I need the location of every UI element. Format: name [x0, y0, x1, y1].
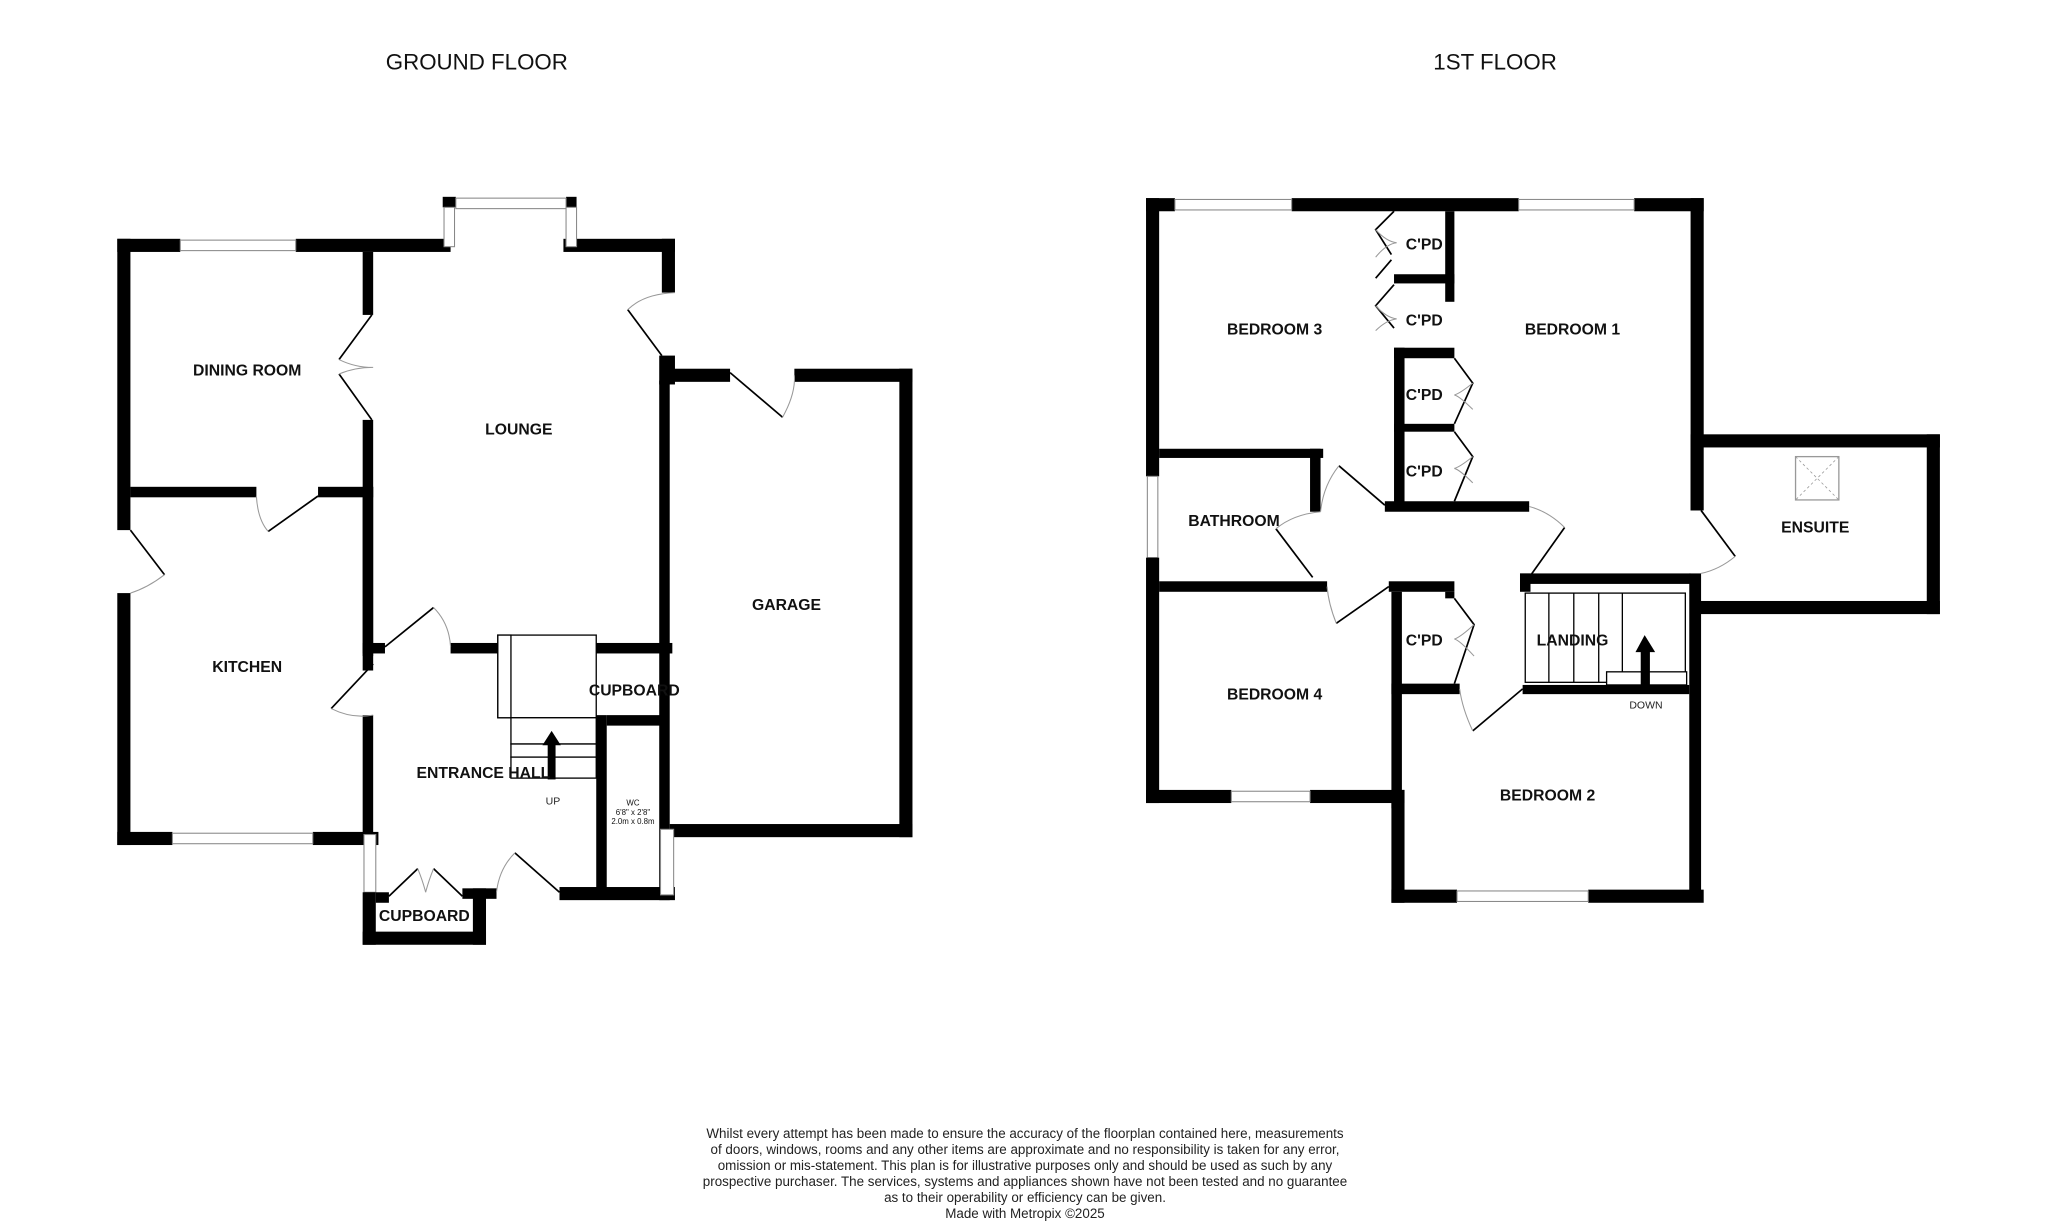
room-label-dining-room: DINING ROOM [193, 362, 301, 379]
wc-dimensions-imperial: 6'8" x 2'8" [616, 808, 651, 817]
stairs-up-label: UP [546, 796, 561, 807]
stairs-down-label: DOWN [1629, 701, 1662, 712]
room-label-entrance-hall: ENTRANCE HALL [417, 765, 551, 782]
room-label-cupboard-4: C'PD [1406, 463, 1443, 480]
room-label-bedroom-1: BEDROOM 1 [1525, 322, 1621, 339]
room-label-ensuite: ENSUITE [1781, 520, 1849, 537]
room-label-cupboard-under-stairs: CUPBOARD [589, 682, 680, 699]
disclaimer-line: as to their operability or efficiency ca… [884, 1190, 1166, 1205]
room-label-cupboard-3: C'PD [1406, 387, 1443, 404]
room-label-garage: GARAGE [752, 597, 821, 614]
disclaimer-line: of doors, windows, rooms and any other i… [710, 1142, 1340, 1157]
skylight-icon [1794, 455, 1840, 501]
room-label-wc: WC [626, 799, 639, 808]
room-label-cupboard-2: C'PD [1406, 312, 1443, 329]
room-label-landing: LANDING [1537, 633, 1609, 650]
room-label-bathroom: BATHROOM [1188, 513, 1279, 530]
room-label-lounge: LOUNGE [485, 421, 552, 438]
room-label-cupboard-5: C'PD [1406, 633, 1443, 650]
first-floor: 1ST FLOOR [1146, 50, 1940, 903]
room-label-bedroom-2: BEDROOM 2 [1500, 787, 1596, 804]
room-label-cupboard-1: C'PD [1406, 236, 1443, 253]
stairs-down-arrow-icon [1635, 635, 1656, 685]
ground-floor-title: GROUND FLOOR [386, 50, 568, 75]
disclaimer-line: omission or mis-statement. This plan is … [717, 1158, 1333, 1173]
disclaimer: Whilst every attempt has been made to en… [560, 1126, 1490, 1222]
first-floor-title: 1ST FLOOR [1433, 50, 1557, 75]
room-label-cupboard-porch: CUPBOARD [379, 908, 470, 925]
room-label-bedroom-3: BEDROOM 3 [1227, 322, 1323, 339]
wc-dimensions-metric: 2.0m x 0.8m [611, 817, 655, 826]
room-label-kitchen: KITCHEN [212, 659, 282, 676]
ground-floor: GROUND FLOOR [117, 50, 913, 945]
disclaimer-line: Whilst every attempt has been made to en… [706, 1126, 1344, 1141]
disclaimer-line: prospective purchaser. The services, sys… [702, 1174, 1348, 1189]
stairs-up-arrow-icon [542, 730, 561, 780]
metropix-credit: Made with Metropix ©2025 [945, 1206, 1105, 1221]
room-label-bedroom-4: BEDROOM 4 [1227, 686, 1323, 703]
